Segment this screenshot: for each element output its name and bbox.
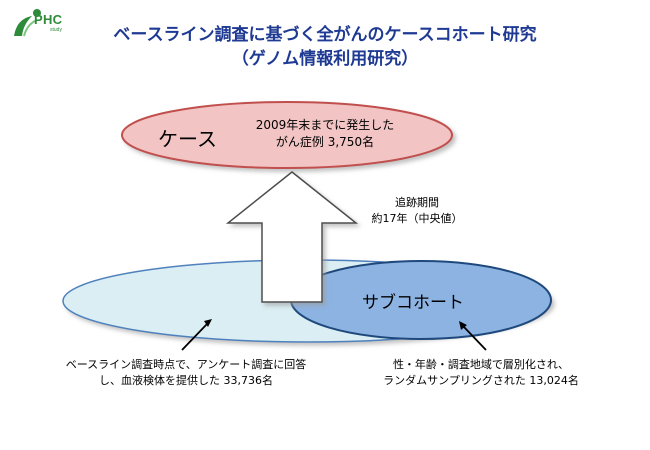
logo-text: PHC: [34, 12, 63, 27]
subcohort-note-line1: 性・年齢・調査地域で層別化され、: [392, 358, 570, 371]
case-desc-line1: 2009年末までに発生した: [255, 118, 395, 132]
phc-logo: [10, 8, 76, 38]
logo-subtext: study: [50, 27, 62, 33]
up-arrow: [225, 171, 359, 303]
case-label: ケース: [158, 127, 217, 151]
baseline-note-line1: ベースライン調査時点で、アンケート調査に回答: [65, 358, 307, 371]
page-title: ベースライン調査に基づく全がんのケースコホート研究: [113, 25, 537, 45]
page-subtitle: （ゲノム情報利用研究）: [231, 49, 419, 69]
follow-up-period: 追跡期間 約17年（中央値）: [362, 195, 472, 227]
case-ellipse: [121, 101, 453, 169]
subcohort-label: サブコホート: [362, 293, 464, 313]
baseline-note-line2: し、血液検体を提供した 33,736名: [99, 374, 273, 387]
right-pointer-arrow: [459, 321, 487, 351]
subcohort-note-line2: ランダムサンプリングされた 13,024名: [383, 374, 579, 387]
follow-up-line1: 追跡期間: [395, 196, 439, 209]
case-description: 2009年末までに発生した がん症例 3,750名: [250, 117, 400, 151]
baseline-note: ベースライン調査時点で、アンケート調査に回答 し、血液検体を提供した 33,73…: [36, 357, 336, 389]
follow-up-line2: 約17年（中央値）: [371, 212, 463, 225]
case-desc-line2: がん症例 3,750名: [275, 135, 375, 149]
left-pointer-arrow: [181, 319, 212, 351]
phc-logo-icon: [14, 9, 41, 37]
subcohort-note: 性・年齢・調査地域で層別化され、 ランダムサンプリングされた 13,024名: [346, 357, 616, 389]
